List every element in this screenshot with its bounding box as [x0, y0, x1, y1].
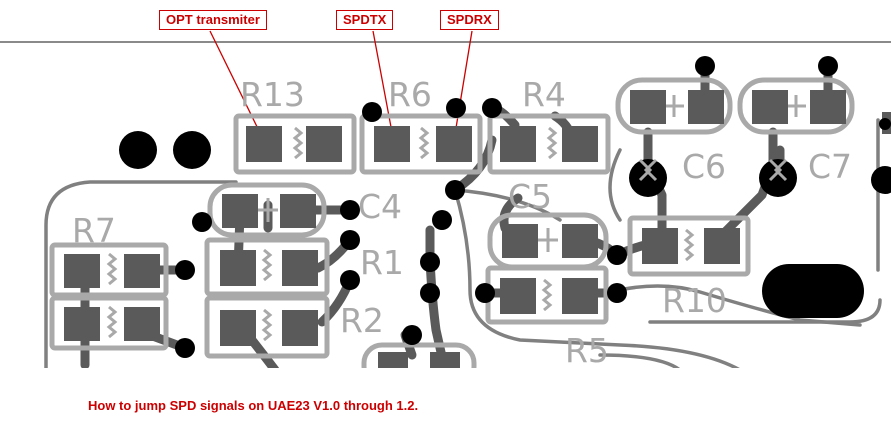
designator-c7: C7 [808, 147, 852, 186]
callout-spdrx: SPDRX [440, 10, 499, 30]
designator-r7: R7 [72, 211, 116, 250]
designator-r6: R6 [388, 75, 432, 114]
designator-r1: R1 [360, 243, 404, 282]
through-hole-pads [119, 131, 891, 318]
polarity-marks [638, 158, 788, 182]
designator-r13: R13 [240, 75, 305, 114]
designator-r5: R5 [565, 331, 609, 370]
silkscreen-outlines [49, 77, 855, 388]
callout-opt-transmiter: OPT transmiter [159, 10, 267, 30]
designator-r10: R10 [662, 281, 727, 320]
callout-spdtx: SPDTX [336, 10, 394, 30]
caption: How to jump SPD signals on UAE23 V1.0 th… [88, 398, 419, 413]
designator-c4: C4 [358, 187, 402, 226]
resistor-squiggles [106, 126, 695, 342]
capacitor-marks [258, 95, 806, 252]
designator-c6: C6 [682, 147, 726, 186]
designators: R13 R6 R4 C6 C7 R7 C4 C5 R1 R2 R10 R5 [72, 75, 852, 370]
caption-band [0, 368, 891, 426]
designator-c5: C5 [508, 177, 552, 216]
designator-r2: R2 [340, 301, 384, 340]
vias [175, 56, 891, 358]
smd-pads [64, 90, 891, 372]
designator-r4: R4 [522, 75, 566, 114]
